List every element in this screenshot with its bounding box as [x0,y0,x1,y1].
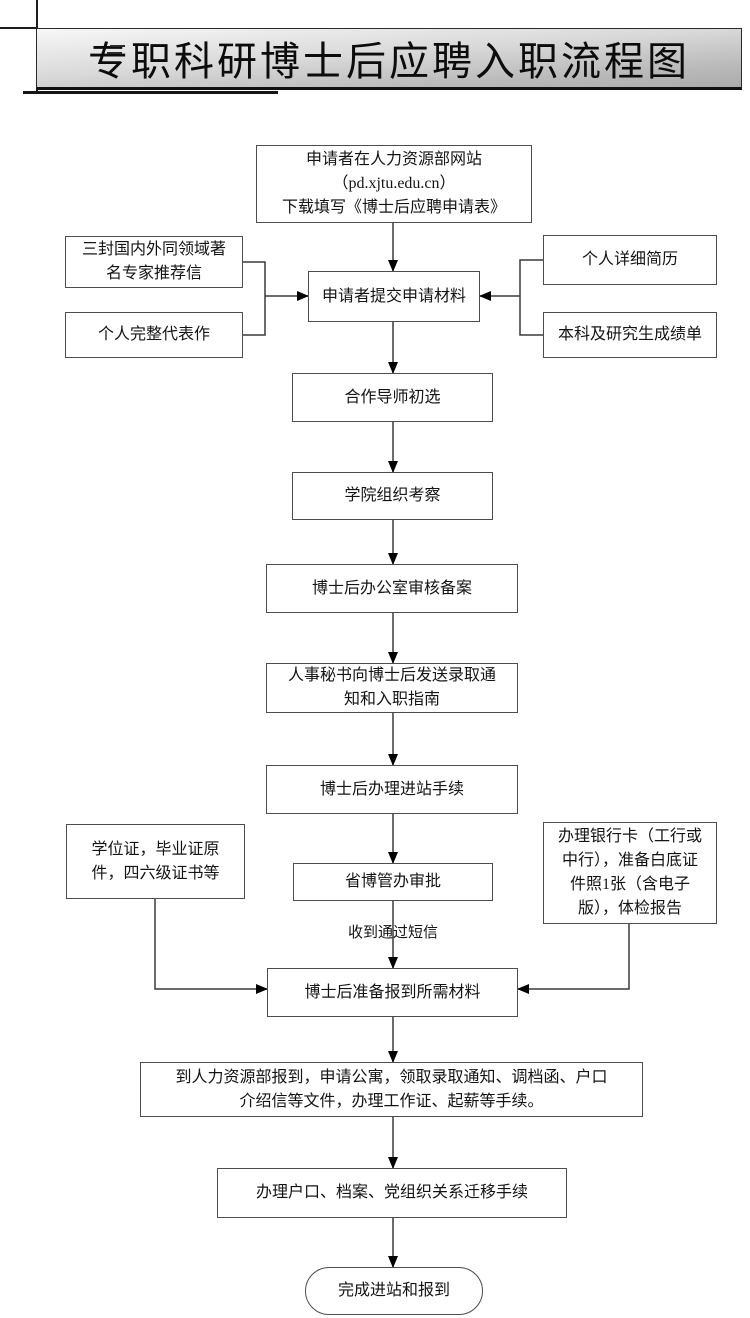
node-download-form: 申请者在人力资源部网站 （pd.xjtu.edu.cn） 下载填写《博士后应聘申… [256,145,532,223]
node-hr-secretary-notice: 人事秘书向博士后发送录取通知和入职指南 [266,663,518,713]
node-transcripts: 本科及研究生成绩单 [543,312,717,358]
corner-horizontal-line [0,27,37,29]
scan-artifact-dash [110,45,125,47]
node-prepare-materials: 博士后准备报到所需材料 [267,968,518,1017]
node-school-inspection: 学院组织考察 [292,472,493,520]
title-banner: 专职科研博士后应聘入职流程图 [36,28,742,90]
node-finish-terminal: 完成进站和报到 [305,1267,483,1315]
node-resume: 个人详细简历 [543,235,717,285]
node-postdoc-office-review: 博士后办公室审核备案 [266,564,518,613]
edge-label-sms-received: 收到通过短信 [347,925,438,941]
banner-underline-shadow [23,91,278,94]
scan-artifact-dash [107,52,122,54]
node-hukou-transfer: 办理户口、档案、党组织关系迁移手续 [217,1168,567,1218]
page-title: 专职科研博士后应聘入职流程图 [88,39,690,84]
node-mentor-screening: 合作导师初选 [292,373,493,422]
node-submit-materials: 申请者提交申请材料 [308,271,480,322]
node-representative-works: 个人完整代表作 [65,312,243,358]
node-hr-checkin: 到人力资源部报到，申请公寓，领取录取通知、调档函、户口介绍信等文件，办理工作证、… [140,1062,643,1117]
node-recommendation-letters: 三封国内外同领域著名专家推荐信 [65,236,243,288]
node-bank-card-photo: 办理银行卡（工行或中行），准备白底证件照1张（含电子版），体检报告 [543,822,717,924]
node-certificates: 学位证，毕业证原件，四六级证书等 [66,824,245,899]
node-provincial-approval: 省博管办审批 [293,863,493,901]
node-station-entry-procedure: 博士后办理进站手续 [266,765,518,814]
